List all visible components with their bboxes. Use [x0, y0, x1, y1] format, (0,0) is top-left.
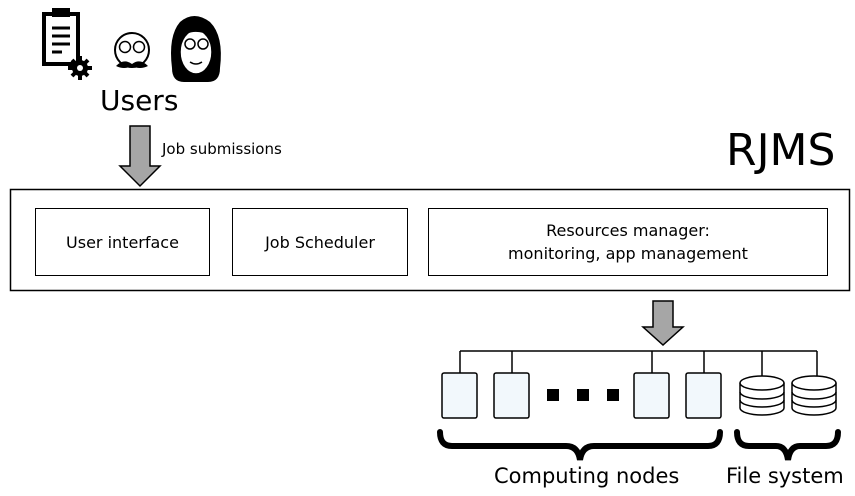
compute-node: [493, 372, 530, 419]
file-system-brace: [734, 429, 841, 461]
disk-storage-icon: [739, 375, 785, 416]
resources-manager-box: Resources manager: monitoring, app manag…: [428, 208, 828, 276]
rjms-title: RJMS: [726, 125, 836, 176]
file-system-label: File system: [726, 464, 844, 488]
document-gear-icon: [42, 8, 92, 80]
user-interface-box: User interface: [35, 208, 210, 276]
resources-manager-line2: monitoring, app management: [508, 244, 748, 263]
user-interface-label: User interface: [66, 232, 179, 252]
compute-node: [685, 372, 722, 419]
job-scheduler-label: Job Scheduler: [265, 232, 375, 252]
resources-manager-line1: Resources manager:: [546, 221, 710, 240]
ellipsis-dots: [547, 389, 619, 401]
woman-face-icon: [171, 16, 221, 82]
mustache-face-icon: [114, 32, 150, 68]
job-scheduler-box: Job Scheduler: [232, 208, 408, 276]
compute-node: [633, 372, 670, 419]
computing-nodes-brace: [437, 429, 723, 461]
disk-storage-icon: [791, 375, 837, 416]
submission-arrow: [118, 125, 162, 188]
job-submissions-label: Job submissions: [162, 140, 282, 158]
network-bus: [459, 350, 818, 377]
rjms-container: [9, 188, 851, 292]
users-label: Users: [100, 84, 179, 117]
compute-node: [441, 372, 478, 419]
computing-nodes-label: Computing nodes: [494, 464, 680, 488]
resource-arrow: [641, 300, 685, 347]
